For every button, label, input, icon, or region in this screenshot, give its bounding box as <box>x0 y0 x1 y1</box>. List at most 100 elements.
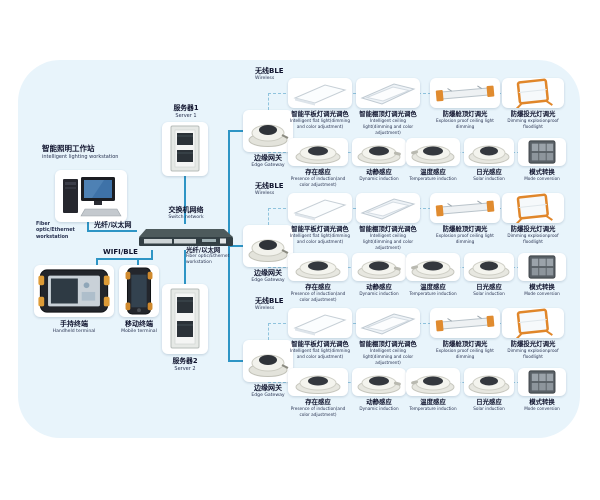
sensor-solar: 日光感应 Solar induction <box>464 368 514 412</box>
sensor-solar: 日光感应 Solar induction <box>464 253 514 297</box>
device-ceiling-light: 智能棚顶灯调光调色 Intelligent ceiling light(dimm… <box>356 193 420 250</box>
ceiling-light-icon <box>360 198 416 220</box>
switch-icon <box>139 229 233 246</box>
sensor-puck-icon <box>411 260 455 279</box>
sensor-temperature: 温度感应 Temperature induction <box>406 368 460 412</box>
device-flat-light: 智能平板灯调光调色 Intelligent flat light(dimming… <box>288 193 352 245</box>
edge-group: 无线BLE Wireless 边缘网关 Edge Gateway 智能 <box>0 181 600 309</box>
workstation-device <box>55 170 127 222</box>
sensor-puck-icon <box>411 145 455 164</box>
tablet-icon <box>38 269 110 313</box>
server1-device <box>162 122 208 176</box>
server1-label: 服务器1 Server 1 <box>173 104 199 119</box>
connector-wifi-mobile <box>137 258 139 265</box>
mode-panel-icon <box>528 370 556 394</box>
wifi-ble-label: WIFI/BLE <box>103 248 138 256</box>
sensor-mode-conversion: 模式转换 Mode conversion <box>518 253 566 297</box>
flat-light-icon <box>293 314 347 336</box>
handheld-label: 手持终端 Handheld terminal <box>52 320 96 335</box>
connector-workstation-down <box>87 222 89 232</box>
fiber-workstation-sublabel: Fiber optic/Ethernet workstation <box>36 222 75 240</box>
sensor-dynamic: 动静感应 Dynamic induction <box>352 138 406 182</box>
device-explosionproof-ceiling-light: 防爆舱顶灯调光 Explosion proof ceiling light di… <box>430 308 500 360</box>
sensor-solar: 日光感应 Solar induction <box>464 138 514 182</box>
edge-group: 无线BLE Wireless 边缘网关 Edge Gateway 智能 <box>0 296 600 424</box>
server-rack-icon <box>170 125 200 172</box>
edge-gateway-device <box>243 225 293 267</box>
gateway-puck-icon <box>248 354 289 377</box>
wireless-ble-label: 无线BLE Wireless <box>255 297 284 312</box>
mobile-label: 移动终端 Mobile terminal <box>121 320 157 335</box>
device-flat-light: 智能平板灯调光调色 Intelligent flat light(dimming… <box>288 308 352 360</box>
edge-gateway-label: 边缘网关 Edge Gateway <box>251 269 285 284</box>
tube-light-icon <box>435 200 495 217</box>
dashed-gateway-up <box>268 208 269 225</box>
connector-wifi-handheld <box>96 258 98 265</box>
connector-switch-server2 <box>184 250 186 284</box>
connector-server1-switch <box>184 176 186 224</box>
dashed-gateway-up <box>268 323 269 340</box>
wireless-ble-label: 无线BLE Wireless <box>255 182 284 197</box>
sensor-puck-icon <box>295 145 341 164</box>
sensor-puck-icon <box>295 375 341 394</box>
gateway-puck-icon <box>248 124 289 147</box>
workstation-label-zh: 智能照明工作站 <box>42 144 95 153</box>
floodlight-icon <box>515 78 553 108</box>
flat-light-icon <box>293 199 347 221</box>
sensor-puck-icon <box>411 375 455 394</box>
sensor-puck-icon <box>357 375 401 394</box>
wireless-ble-label: 无线BLE Wireless <box>255 67 284 82</box>
device-explosionproof-floodlight: 防爆投光灯调光 Dimming explosionproof floodligh… <box>502 308 564 360</box>
server-rack-icon <box>170 288 200 349</box>
connector-trunk-gateway3 <box>228 360 244 362</box>
device-explosionproof-floodlight: 防爆投光灯调光 Dimming explosionproof floodligh… <box>502 193 564 245</box>
sensor-puck-icon <box>468 260 510 279</box>
connector-workstation-switch <box>87 230 137 232</box>
gateway-puck-icon <box>248 239 289 262</box>
device-ceiling-light: 智能棚顶灯调光调色 Intelligent ceiling light(dimm… <box>356 78 420 135</box>
ceiling-light-icon <box>360 313 416 335</box>
fiber-ethernet-left-label: 光纤/以太网 <box>94 221 132 229</box>
edge-gateway-device <box>243 110 293 152</box>
server2-label: 服务器2 Server 2 <box>172 357 198 372</box>
floodlight-icon <box>515 193 553 223</box>
sensor-puck-icon <box>468 145 510 164</box>
sensor-mode-conversion: 模式转换 Mode conversion <box>518 368 566 412</box>
sensor-temperature: 温度感应 Temperature induction <box>406 253 460 297</box>
server2-device <box>162 284 208 354</box>
device-explosionproof-floodlight: 防爆投光灯调光 Dimming explosionproof floodligh… <box>502 78 564 130</box>
handheld-device <box>34 265 114 317</box>
mode-panel-icon <box>528 255 556 279</box>
dashed-gateway-up <box>268 93 269 110</box>
connector-switch-wifi <box>151 250 153 259</box>
sensor-puck-icon <box>468 375 510 394</box>
device-explosionproof-ceiling-light: 防爆舱顶灯调光 Explosion proof ceiling light di… <box>430 78 500 130</box>
sensor-dynamic: 动静感应 Dynamic induction <box>352 253 406 297</box>
switch-device <box>136 224 233 254</box>
workstation-label-en: intelligent lighting workstation <box>42 153 119 160</box>
mobile-device <box>119 265 159 317</box>
sensor-temperature: 温度感应 Temperature induction <box>406 138 460 182</box>
sensor-mode-conversion: 模式转换 Mode conversion <box>518 138 566 182</box>
connector-wifi-horizontal <box>96 258 153 260</box>
device-explosionproof-ceiling-light: 防爆舱顶灯调光 Explosion proof ceiling light di… <box>430 193 500 245</box>
tube-light-icon <box>435 315 495 332</box>
connector-trunk-gateway2 <box>228 245 244 247</box>
mode-panel-icon <box>528 140 556 164</box>
sensor-puck-icon <box>357 260 401 279</box>
sensor-presence: 存在感应 Presence of induction(and color adj… <box>288 368 348 418</box>
ceiling-light-icon <box>360 83 416 105</box>
phone-icon <box>125 267 153 315</box>
edge-gateway-device <box>243 340 293 382</box>
workstation-label: 智能照明工作站 intelligent lighting workstation <box>42 144 134 161</box>
flat-light-icon <box>293 84 347 106</box>
sensor-puck-icon <box>295 260 341 279</box>
fiber-ethernet-right-label: 光纤/以太网 Fiber optic/Ethernet workstation <box>186 246 230 266</box>
edge-gateway-label: 边缘网关 Edge Gateway <box>251 154 285 169</box>
sensor-presence: 存在感应 Presence of induction(and color adj… <box>288 253 348 303</box>
device-ceiling-light: 智能棚顶灯调光调色 Intelligent ceiling light(dimm… <box>356 308 420 365</box>
edge-group: 无线BLE Wireless 边缘网关 Edge Gateway 智能 <box>0 66 600 194</box>
tube-light-icon <box>435 85 495 102</box>
sensor-puck-icon <box>357 145 401 164</box>
floodlight-icon <box>515 308 553 338</box>
